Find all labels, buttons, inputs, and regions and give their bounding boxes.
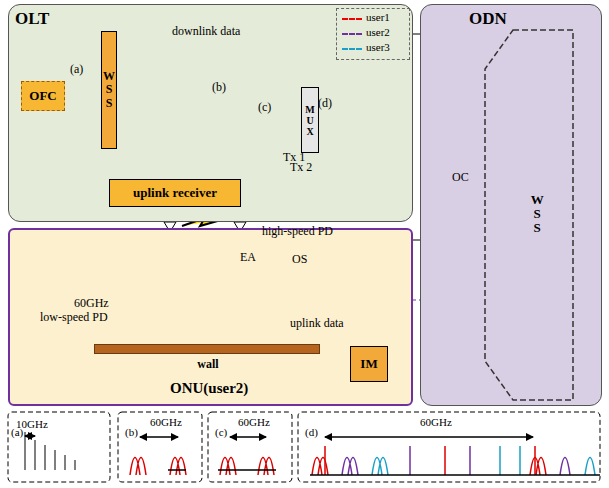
annotation: 60GHz [238,416,270,428]
modulator-box: IM [350,346,388,382]
node-label: MUX [305,104,315,137]
legend-line [342,33,362,35]
wss-outline [483,29,575,401]
annotation: 60GHz [150,416,182,428]
odn-region: ODN WSS [420,4,602,406]
receiver-box: uplink receiver [109,179,241,207]
annotation: (b) [125,426,138,438]
node-label: OLT [15,9,49,29]
wss-box: WSS [483,29,575,401]
annotation: (a) [11,426,23,438]
wss-box: WSS [101,31,117,149]
legend-text: user2 [366,26,390,38]
node-label: WSS [103,70,115,110]
annotation: uplink data [290,316,344,331]
annotation: 60GHz [420,416,452,428]
annotation: (c) [258,100,271,115]
mux-box: MUX [301,87,319,153]
annotation: EA [240,250,256,265]
annotation: Tx 2 [290,160,312,175]
legend-line [342,48,362,50]
annotation: (b) [212,80,226,95]
annotation: low-speed PD [40,310,108,325]
annotation: OC [452,170,469,185]
legend-line [342,18,362,20]
comb-source: OFC [21,81,65,111]
annotation: (d) [318,96,332,111]
annotation: high-speed PD [262,224,333,239]
node-label: ODN [469,9,507,29]
annotation: (c) [215,426,227,438]
node-label: WSS [531,193,544,236]
node-label: uplink receiver [133,185,217,201]
legend-box: user1 user2 user3 [336,8,410,60]
annotation: OS [292,252,307,267]
annotation: 60GHz [74,296,109,311]
annotation: (d) [305,426,318,438]
legend-text: user3 [366,41,390,53]
node-label: OFC [29,88,56,104]
node-label: IM [360,356,377,372]
annotation: (a) [70,62,83,77]
node-label: ONU(user2) [170,380,248,397]
node-label: wall [197,357,218,372]
wall-bar: wall [94,344,320,354]
legend-text: user1 [366,11,390,23]
annotation: downlink data [172,24,240,39]
